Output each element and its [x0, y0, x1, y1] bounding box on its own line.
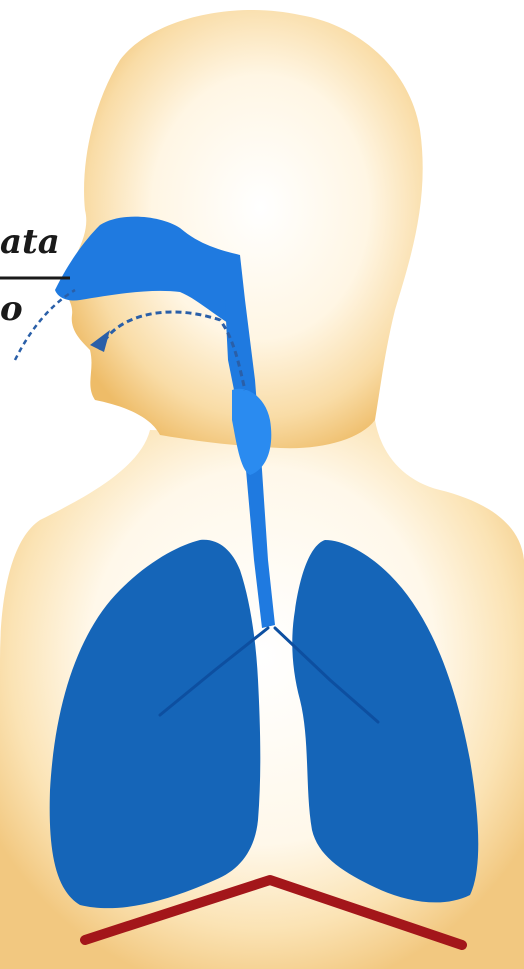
inhale-arrow [15, 290, 75, 360]
labels: ata o [0, 222, 70, 329]
label-lower: o [0, 289, 23, 329]
label-upper: ata [0, 222, 60, 262]
